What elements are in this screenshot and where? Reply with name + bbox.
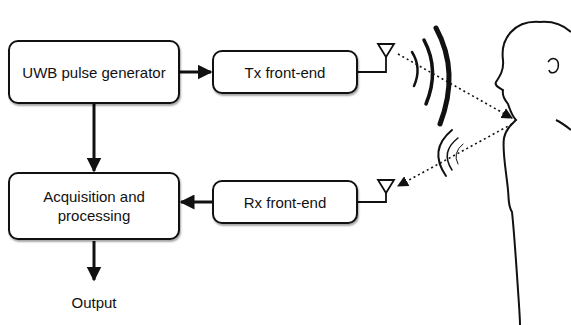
child-ear bbox=[548, 59, 558, 73]
box-label: Acquisition and processing bbox=[18, 187, 170, 225]
signal-arrow bbox=[180, 71, 211, 74]
propagation-path bbox=[398, 54, 512, 186]
output-arrow bbox=[93, 241, 96, 280]
box-label: Tx front-end bbox=[245, 63, 326, 82]
box-label: UWB pulse generator bbox=[22, 63, 165, 82]
process-box: Acquisition and processing bbox=[8, 172, 180, 240]
child-figure bbox=[496, 22, 571, 325]
output-label: Output bbox=[71, 293, 116, 312]
box-label: Rx front-end bbox=[244, 193, 327, 212]
rx-antenna bbox=[358, 180, 394, 202]
process-box: Tx front-end bbox=[212, 50, 358, 94]
signal-arrow bbox=[181, 201, 212, 204]
tx-antenna bbox=[358, 44, 394, 72]
process-box: Rx front-end bbox=[212, 180, 358, 224]
process-box: UWB pulse generator bbox=[8, 40, 180, 104]
tx-waves bbox=[412, 28, 449, 124]
signal-arrow bbox=[93, 104, 96, 171]
